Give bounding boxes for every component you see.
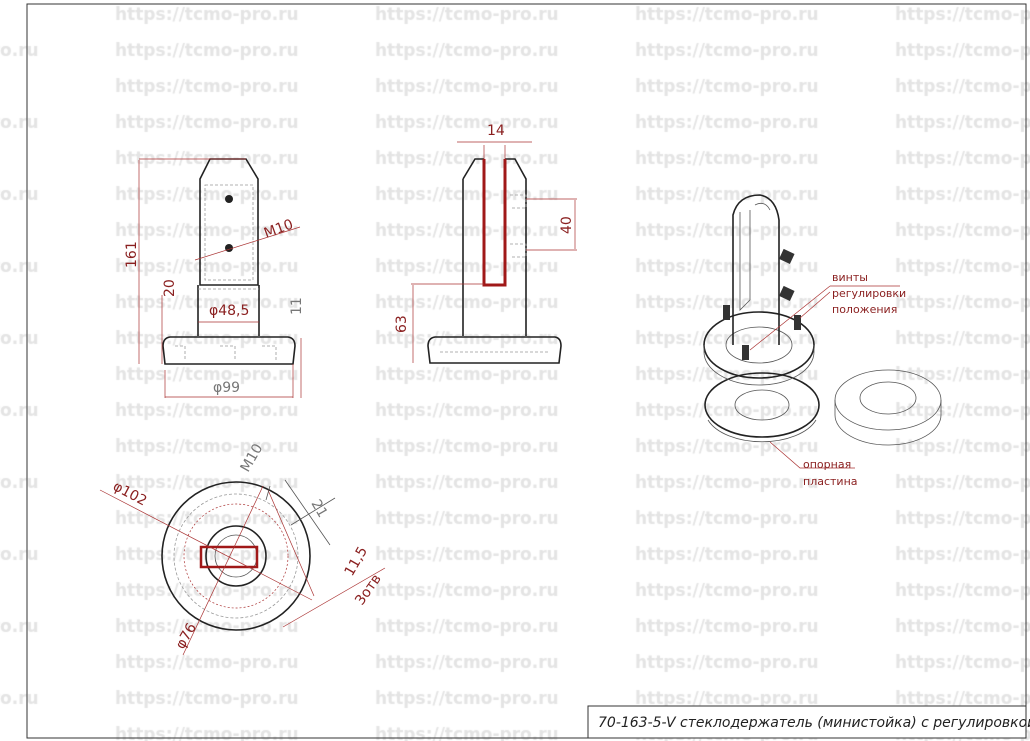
dim-slot-depth: 63 <box>394 315 410 333</box>
top-view: φ102 φ76 M10 21 11,5 3отв <box>99 441 386 656</box>
dim-outer-diameter: φ102 <box>110 478 149 509</box>
dim-slot-length: 21 <box>308 497 331 520</box>
screws-label-2: регулировки <box>832 287 906 300</box>
screws-label-3: положения <box>832 303 897 316</box>
plate-label-2: пластина <box>803 475 858 488</box>
front-view: 161 20 φ48,5 M10 φ99 11 <box>124 158 305 398</box>
title-text: 70-163-5-V стеклодержатель (министойка) … <box>598 715 1030 731</box>
dim-thread: M10 <box>262 216 296 241</box>
dim-slot-width: 14 <box>487 123 505 139</box>
sheet-frame <box>26 3 1027 739</box>
dim-neck-height: 20 <box>162 279 178 297</box>
dim-height: 161 <box>124 241 140 268</box>
dim-base-height: 11 <box>289 297 305 315</box>
dim-neck-diameter: φ48,5 <box>209 303 249 319</box>
dim-top-thread: M10 <box>238 441 267 475</box>
iso-view: винты регулировки положения опорная плас… <box>703 194 942 488</box>
screws-label-1: винты <box>832 271 868 284</box>
title-block: 70-163-5-V стеклодержатель (министойка) … <box>587 705 1030 739</box>
dim-bolt-circle: φ76 <box>173 620 200 652</box>
plate-label-1: опорная <box>803 458 851 471</box>
dim-hole-size: 11,5 <box>342 544 371 579</box>
dim-hole-count: 3отв <box>352 571 385 608</box>
dim-base-diameter: φ99 <box>213 380 240 396</box>
side-view: 14 40 63 <box>394 123 577 364</box>
dim-screw-spacing: 40 <box>559 216 575 234</box>
